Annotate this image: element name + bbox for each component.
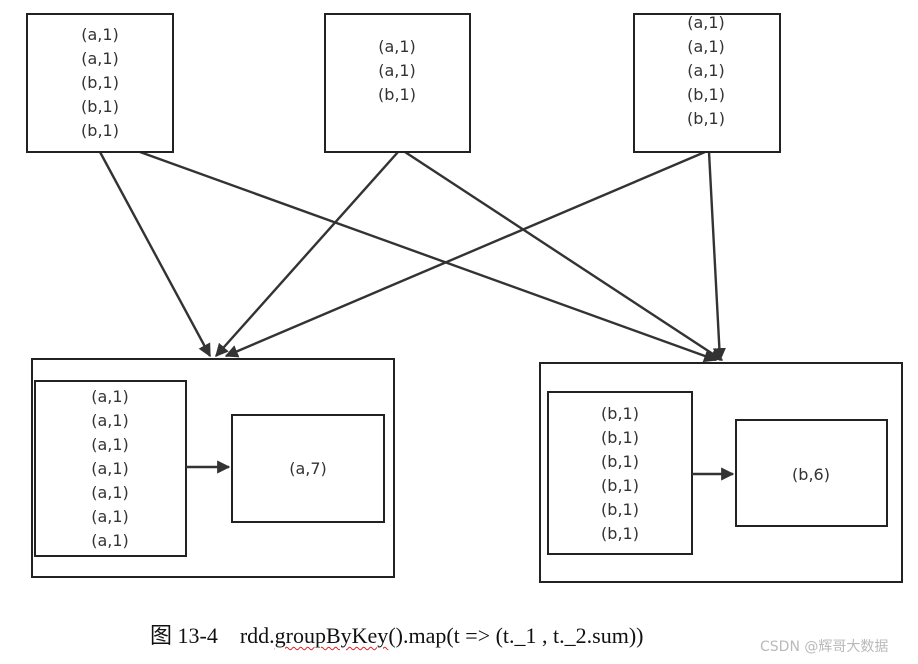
edge-source-3-to-group-a: [224, 150, 706, 358]
partition-3-line-1: (a,1): [687, 13, 725, 32]
figure-label: 图 13-4: [150, 623, 218, 648]
group-b-line-1: (b,1): [601, 404, 639, 423]
group-b-line-4: (b,1): [601, 476, 639, 495]
group-a-line-5: (a,1): [91, 483, 129, 502]
caption-code-groupbykey: groupByKey: [274, 623, 389, 648]
partition-2-line-3: (b,1): [378, 85, 416, 104]
shuffle-edges: [98, 150, 726, 363]
partition-3-line-2: (a,1): [687, 37, 725, 56]
group-a-line-7: (a,1): [91, 531, 129, 550]
edge-source-3-to-group-b: [707, 151, 726, 362]
result-b: (b,6): [792, 465, 830, 484]
edge-source-2-to-group-a: [215, 151, 399, 357]
caption-code-prefix: rdd.: [239, 623, 275, 648]
partition-1-line-2: (a,1): [81, 49, 119, 68]
partition-2-line-1: (a,1): [378, 37, 416, 56]
edge-source-1-to-group-b: [139, 150, 718, 363]
source-partition-3: (a,1) (a,1) (a,1) (b,1) (b,1): [633, 13, 781, 153]
group-b-line-5: (b,1): [601, 500, 639, 519]
edge-source-2-to-group-b: [404, 150, 724, 362]
group-a-line-1: (a,1): [91, 387, 129, 406]
group-a-line-2: (a,1): [91, 411, 129, 430]
result-a: (a,7): [289, 459, 327, 478]
partition-1-line-3: (b,1): [81, 73, 119, 92]
group-b-line-3: (b,1): [601, 452, 639, 471]
group-a-line-4: (a,1): [91, 459, 129, 478]
partition-3-line-5: (b,1): [687, 109, 725, 128]
group-b-line-2: (b,1): [601, 428, 639, 447]
partition-1-line-1: (a,1): [81, 25, 119, 44]
caption-code-rest: ().map(t => (t._1 , t._2.sum)): [388, 623, 644, 648]
grouped-values-a: [34, 380, 187, 557]
source-partition-1: (a,1) (a,1) (b,1) (b,1) (b,1): [26, 13, 174, 153]
partition-1-line-5: (b,1): [81, 121, 119, 140]
source-partition-2: (a,1) (a,1) (b,1): [324, 13, 471, 153]
result-box-b: [735, 419, 888, 527]
group-a-line-3: (a,1): [91, 435, 129, 454]
edge-source-1-to-group-a: [98, 151, 212, 358]
partition-3-line-3: (a,1): [687, 61, 725, 80]
group-a-line-6: (a,1): [91, 507, 129, 526]
watermark: CSDN @辉哥大数据: [760, 639, 889, 655]
partition-3-line-4: (b,1): [687, 85, 725, 104]
group-partition-a: (a,1) (a,1) (a,1) (a,1) (a,1) (a,1) (a,1…: [31, 358, 395, 578]
partition-2-line-2: (a,1): [378, 61, 416, 80]
partition-1-line-4: (b,1): [81, 97, 119, 116]
result-box-a: [231, 414, 385, 523]
group-partition-b: (b,1) (b,1) (b,1) (b,1) (b,1) (b,1) (b,6…: [539, 362, 903, 583]
figure-caption: 图 13-4 rdd.groupByKey().map(t => (t._1 ,…: [150, 618, 643, 650]
group-b-line-6: (b,1): [601, 524, 639, 543]
grouped-values-b: [547, 391, 693, 555]
